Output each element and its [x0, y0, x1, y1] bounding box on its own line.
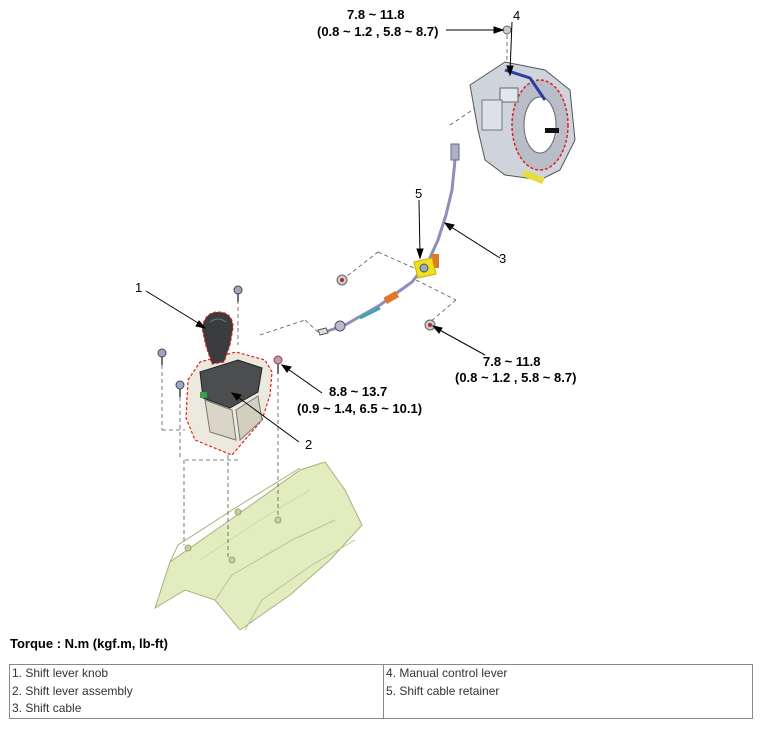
leader-lines: [145, 21, 514, 443]
bolt-icon: [157, 348, 167, 365]
shift-lever-assembly: [185, 351, 273, 456]
torque-units-heading: Torque : N.m (kgf.m, lb-ft): [10, 636, 168, 651]
legend-left-column: 1. Shift lever knob 2. Shift lever assem…: [9, 664, 384, 719]
legend-item: 3. Shift cable: [12, 701, 82, 715]
callout-5: 5: [415, 186, 422, 201]
bolt-icon: [273, 355, 283, 374]
legend-item: 4. Manual control lever: [386, 666, 508, 680]
shift-cable-retainer: [413, 257, 437, 279]
torque-lever-line2: (0.9 ~ 1.4, 6.5 ~ 10.1): [297, 401, 422, 416]
shift-cable: [317, 143, 460, 336]
cable-nut: [336, 274, 436, 331]
parts-legend-table: 1. Shift lever knob 2. Shift lever assem…: [9, 664, 753, 719]
callout-3: 3: [499, 251, 506, 266]
torque-top-line2: (0.8 ~ 1.2 , 5.8 ~ 8.7): [317, 24, 438, 39]
torque-right-line1: 7.8 ~ 11.8: [483, 354, 540, 369]
bolt-icon: [175, 380, 185, 397]
torque-right-line2: (0.8 ~ 1.2 , 5.8 ~ 8.7): [455, 370, 576, 385]
bolt-icon: [233, 285, 243, 302]
transaxle: [469, 25, 576, 184]
callout-4: 4: [513, 8, 520, 23]
shift-system-diagram: 1 2 3 4 5 7.8 ~ 11.8 (0.8 ~ 1.2 , 5.8 ~ …: [135, 7, 576, 630]
mounting-guide-lines: [161, 35, 508, 560]
torque-lever-line1: 8.8 ~ 13.7: [329, 384, 387, 399]
callout-1: 1: [135, 280, 142, 295]
torque-top-line1: 7.8 ~ 11.8: [347, 7, 404, 22]
callout-2: 2: [305, 437, 312, 452]
legend-item: 5. Shift cable retainer: [386, 683, 500, 698]
floor-tunnel-panel: [154, 461, 363, 630]
legend-right-column: 4. Manual control lever 5. Shift cable r…: [383, 664, 753, 719]
shift-lever-knob: [201, 311, 234, 365]
legend-item: 2. Shift lever assembly: [12, 683, 133, 698]
lever-bolts: [157, 285, 283, 397]
legend-item: 1. Shift lever knob: [12, 666, 109, 680]
